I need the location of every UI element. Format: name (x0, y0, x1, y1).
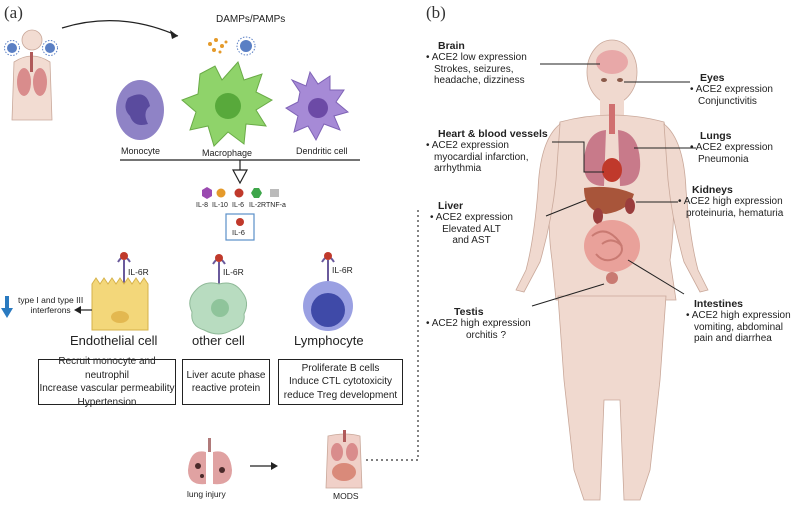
il6r-label-endothelial: IL-6R (128, 267, 149, 277)
liver-annotation: Liver • ACE2 expression Elevated ALT and… (430, 200, 513, 247)
down-arrow-icon (1, 296, 13, 318)
liver-line-1: • ACE2 expression (430, 212, 513, 224)
virus-icon-left (4, 40, 20, 56)
cytokine-tnfa-label: TNF-a (266, 202, 286, 209)
endothelial-effects-box: Recruit monocyte and neutrophil Increase… (38, 356, 176, 408)
brain-line-3: headache, dizziness (434, 75, 525, 87)
eyes-title: Eyes (700, 72, 725, 84)
interferons-label: type I and type III interferons (18, 295, 84, 316)
endothelial-cell-label: Endothelial cell (70, 333, 158, 348)
other-cell-effects-box: Liver acute phase reactive protein (182, 359, 270, 405)
dendritic-cell-label: Dendritic cell (296, 146, 348, 156)
pamps-virus-icon (236, 36, 256, 56)
endothelial-effect-1: Recruit monocyte and neutrophil (58, 356, 156, 381)
eyes-line-2: Conjunctivitis (698, 95, 757, 107)
kidneys-annotation: Kidneys • ACE2 high expression proteinur… (678, 184, 783, 219)
il10-icon (216, 188, 226, 198)
intestines-title: Intestines (694, 298, 744, 310)
monocyte-label: Monocyte (121, 146, 161, 156)
damps-particles-icon (208, 38, 228, 54)
lymphocyte-label: Lymphocyte (294, 333, 364, 348)
heart-line-1: • ACE2 expression (426, 140, 509, 152)
testis-line-2: orchitis ? (466, 329, 507, 341)
il6r-label-other: IL-6R (223, 267, 244, 277)
kidneys-title: Kidneys (692, 184, 733, 196)
dendritic-cell (285, 70, 350, 142)
testis-title: Testis (454, 306, 484, 318)
heart-annotation: Heart & blood vessels • ACE2 expression … (426, 128, 548, 175)
monocyte-cell (116, 80, 164, 140)
panel-a-label: (a) (4, 3, 23, 22)
lymphocyte-effects-box: Proliferate B cells Induce CTL cytotoxic… (278, 359, 403, 405)
kidneys-line-2: proteinuria, hematuria (686, 207, 784, 219)
macrophage-cell (181, 61, 274, 147)
heart-line-3: arrhythmia (434, 163, 482, 175)
other-cell-effect-1: Liver acute phase (186, 369, 266, 381)
cytokine-il2r-label: IL-2R (249, 202, 267, 209)
endothelial-cell (91, 252, 149, 331)
brain-annotation: Brain • ACE2 low expression Strokes, sei… (426, 40, 527, 87)
il6r-label-lymphocyte: IL-6R (332, 265, 353, 275)
heart-title: Heart & blood vessels (438, 128, 548, 140)
il6-box-label: IL-6 (232, 228, 245, 237)
lymphocyte-effect-2: Induce CTL cytotoxicity (288, 376, 392, 388)
macrophage-label: Macrophage (202, 148, 253, 158)
lungs-line-2: Pneumonia (698, 153, 749, 165)
eyes-annotation: Eyes • ACE2 expression Conjunctivitis (690, 72, 773, 107)
cytokine-il8-label: IL-8 (196, 202, 209, 209)
intestines-line-3: pain and diarrhea (694, 333, 772, 345)
other-cell-effect-2: reactive protein (191, 383, 261, 394)
il8-icon (202, 187, 212, 199)
injured-lungs-icon (188, 438, 232, 485)
other-cell (189, 254, 248, 335)
brain-title: Brain (438, 40, 465, 52)
lungs-line-1: • ACE2 expression (690, 142, 773, 154)
cytokine-il10-label: IL-10 (212, 202, 228, 209)
mods-label: MODS (333, 491, 359, 501)
virus-icon-right (42, 40, 58, 56)
testis-annotation: Testis • ACE2 high expression orchitis ? (426, 306, 531, 341)
liver-title: Liver (438, 200, 464, 212)
cytokine-il6-label: IL-6 (232, 202, 245, 209)
panel-b-label: (b) (426, 3, 446, 22)
interferons-line-1: type I and type III (18, 295, 84, 305)
il2r-icon (251, 188, 262, 198)
kidneys-line-1: • ACE2 high expression (678, 196, 783, 208)
human-body-figure (515, 39, 709, 501)
heart-line-2: myocardial infarction, (434, 151, 529, 163)
lymphocyte-effect-1: Proliferate B cells (301, 362, 380, 374)
interferons-line-2: interferons (30, 304, 71, 315)
brain-line-2: Strokes, seizures, (434, 63, 514, 75)
intestines-annotation: Intestines • ACE2 high expression vomiti… (686, 298, 791, 345)
intestines-line-1: • ACE2 high expression (686, 310, 791, 322)
mods-organs-icon (325, 430, 363, 489)
lungs-title: Lungs (700, 130, 732, 142)
damps-pamps-label: DAMPs/PAMPs (216, 14, 286, 25)
lymphocyte-cell (303, 252, 353, 331)
liver-line-2: Elevated ALT (442, 223, 501, 235)
other-cell-label: other cell (192, 333, 245, 348)
eyes-line-1: • ACE2 expression (690, 84, 773, 96)
lymphocyte-effect-3: reduce Treg development (283, 389, 398, 401)
lungs-annotation: Lungs • ACE2 expression Pneumonia (690, 130, 773, 165)
human-lungs-icon (11, 29, 53, 121)
testis-line-1: • ACE2 high expression (426, 318, 531, 330)
endothelial-effect-2: Increase vascular permeability (39, 383, 175, 394)
tnfa-icon (270, 189, 279, 197)
liver-line-3: and AST (452, 235, 491, 247)
il6-icon (234, 188, 244, 198)
endothelial-effect-3: Hypertension (77, 396, 137, 408)
intestines-line-2: vomiting, abdominal (694, 321, 783, 333)
brain-line-1: • ACE2 low expression (426, 52, 527, 64)
lung-injury-label: lung injury (187, 489, 226, 499)
